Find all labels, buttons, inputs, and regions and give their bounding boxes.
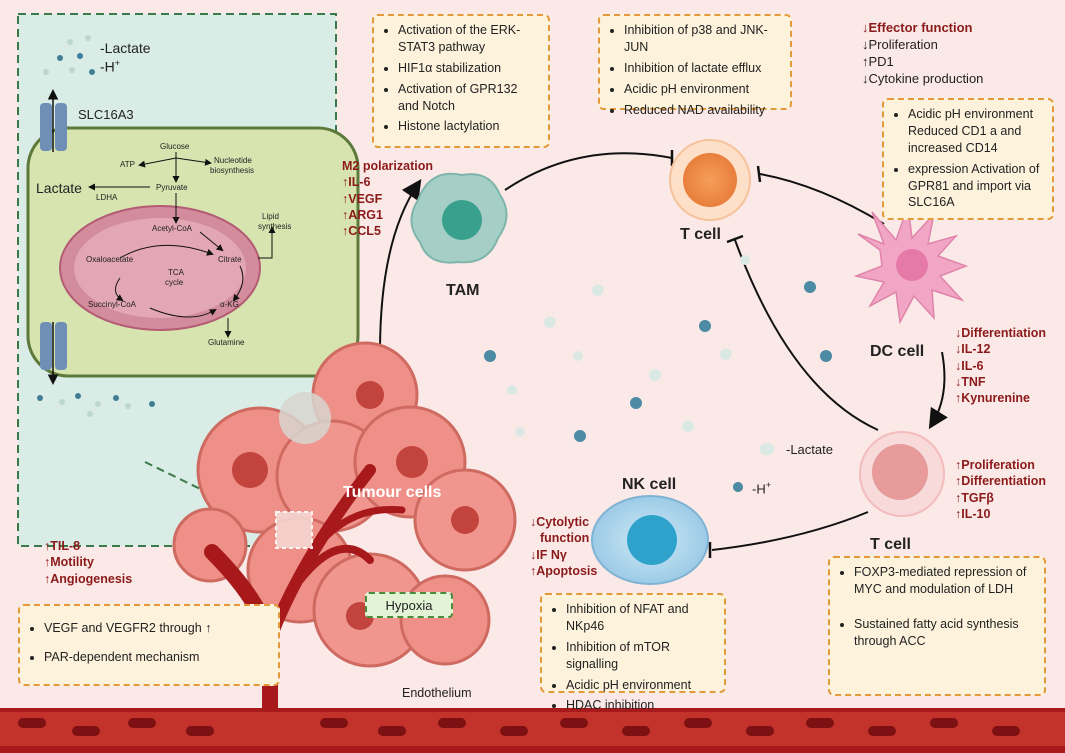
effect-item: ↓Cytokine production	[862, 70, 984, 86]
blood-vessel	[0, 708, 1065, 753]
hypoxia-label: Hypoxia	[365, 592, 453, 618]
inset-h-label: -H+	[100, 58, 121, 75]
lipid-label: Lipid	[262, 212, 279, 221]
list-item: Acidic pH environment Reduced CD1 a and …	[908, 106, 1042, 157]
nk-effects: ↓Cytolytic function ↓IF Nγ ↑Apoptosis	[530, 514, 597, 579]
treg-effects: ↑Proliferation ↑Differentiation ↑TGFβ ↑I…	[955, 457, 1046, 522]
effect-item: ↓Cytolytic	[530, 515, 590, 529]
effect-item: ↓IL-12	[955, 342, 991, 357]
effect-item: ↑PD1	[862, 53, 894, 69]
effect-item: ↑VEGF	[342, 191, 383, 206]
list-item: FOXP3-mediated repression of MYC and mod…	[854, 564, 1034, 598]
list-item: VEGF and VEGFR2 through ↑	[44, 620, 268, 637]
legend-lactate: -Lactate	[786, 442, 833, 457]
glucose-label: Glucose	[160, 142, 190, 151]
nk-cell-graphic	[591, 495, 709, 585]
dc-cell-graphic	[853, 205, 969, 325]
citrate-label: Citrate	[218, 255, 242, 264]
tam-mechanism-box: Activation of the ERK-STAT3 pathway HIF1…	[372, 14, 550, 148]
acetyl-coa-label: Acetyl-CoA	[152, 224, 193, 233]
effect-item: ↑ARG1	[342, 207, 383, 222]
t-cell-top-graphic	[669, 139, 751, 221]
effect-item: ↑Differentiation	[955, 474, 1046, 489]
tam-effects: M2 polarization ↑IL-6 ↑VEGF ↑ARG1 ↑CCL5	[342, 158, 433, 239]
list-item: Acidic pH environment	[566, 677, 714, 694]
list-item: Acidic pH environment	[624, 81, 780, 98]
list-item: Inhibition of p38 and JNK-JUN	[624, 22, 780, 56]
effect-item: ↑IL-6	[342, 175, 371, 190]
tcell-mechanism-box: Inhibition of p38 and JNK-JUN Inhibition…	[598, 14, 792, 117]
effect-item: ↑CCL5	[342, 224, 381, 238]
succinyl-coa-label: Succinyl-CoA	[88, 300, 137, 309]
effect-item: ↑Proliferation	[955, 458, 1035, 472]
list-item: expression Activation of GPR81 and impor…	[908, 161, 1042, 212]
list-item: Activation of GPR132 and Notch	[398, 81, 538, 115]
t-cell-bottom-graphic	[859, 431, 945, 517]
list-item: Activation of the ERK-STAT3 pathway	[398, 22, 538, 56]
list-item: Inhibition of mTOR signalling	[566, 639, 714, 673]
tcell-effects: ↓Effector function ↓Proliferation ↑PD1 ↓…	[862, 20, 983, 88]
transporter-label: SLC16A3	[78, 107, 134, 122]
tumour-cluster	[172, 341, 517, 720]
dc-cell-label: DC cell	[870, 343, 925, 360]
tumour-mechanism-box: VEGF and VEGFR2 through ↑ PAR-dependent …	[18, 604, 280, 686]
pyruvate-label: Pyruvate	[156, 183, 188, 192]
tam-label: TAM	[446, 282, 480, 299]
list-item: HDAC inhibition	[566, 697, 714, 714]
list-item: Inhibition of NFAT and NKp46	[566, 601, 714, 635]
oxaloacetate-label: Oxaloacetate	[86, 255, 134, 264]
list-item: PAR-dependent mechanism	[44, 649, 268, 666]
tumour-effects: ↑TIL-8 ↑Motility ↑Angiogenesis	[44, 538, 132, 587]
effect-item: ↓Effector function	[862, 20, 973, 35]
akg-label: α-KG	[220, 300, 239, 309]
effect-item: ↑Apoptosis	[530, 563, 598, 578]
effect-item: ↓Differentiation	[955, 326, 1046, 340]
lactate-particles	[484, 255, 832, 492]
list-item: Histone lactylation	[398, 118, 538, 135]
list-item: HIF1α stabilization	[398, 60, 538, 77]
inset-lactate-label: -Lactate	[100, 40, 151, 56]
list-item: Sustained fatty acid synthesis through A…	[854, 616, 1034, 650]
endothelium-label: Endothelium	[402, 686, 472, 700]
glutamine-label: Glutamine	[208, 338, 245, 347]
tca-label: TCA	[168, 268, 184, 277]
lactate-label: Lactate	[36, 180, 82, 196]
list-item: Inhibition of lactate efflux	[624, 60, 780, 77]
dc-mechanism-box: Acidic pH environment Reduced CD1 a and …	[882, 98, 1054, 220]
effect-item: ↑Angiogenesis	[44, 571, 133, 586]
effect-item: M2 polarization	[342, 159, 433, 173]
nucleotide-label: Nucleotide	[214, 156, 252, 165]
legend-h: -H+	[752, 480, 771, 497]
list-item: Reduced NAD availability	[624, 102, 780, 119]
transporter-bottom	[40, 322, 67, 370]
effect-item: ↑Motility	[44, 555, 94, 570]
effect-item: function	[540, 531, 590, 546]
effect-item: ↓Proliferation	[862, 36, 938, 52]
nk-cell-label: NK cell	[622, 476, 677, 493]
effect-item: ↑IL-10	[955, 506, 991, 521]
t-cell-bottom-label: T cell	[870, 536, 911, 553]
tumour-label: Tumour cells	[343, 484, 442, 501]
nk-mechanism-box: Inhibition of NFAT and NKp46 Inhibition …	[540, 593, 726, 712]
dc-effects: ↓Differentiation ↓IL-12 ↓IL-6 ↓TNF ↑Kynu…	[955, 325, 1046, 406]
metabolism-inset	[17, 13, 360, 547]
effect-item: ↓IF Nγ	[530, 547, 567, 562]
biosynthesis-label: biosynthesis	[210, 166, 255, 175]
t-cell-top-label: T cell	[680, 226, 721, 243]
transporter-top	[40, 103, 67, 151]
cycle-label: cycle	[165, 278, 184, 287]
effect-item: ↑Kynurenine	[955, 391, 1031, 405]
effect-item: ↑TIL-8	[44, 539, 81, 553]
ldha-label: LDHA	[96, 193, 118, 202]
effect-item: ↑TGFβ	[955, 490, 994, 505]
treg-mechanism-box: FOXP3-mediated repression of MYC and mod…	[828, 556, 1046, 696]
effect-item: ↓IL-6	[955, 358, 984, 373]
effect-item: ↓TNF	[955, 374, 986, 389]
synthesis-label: synthesis	[258, 222, 292, 231]
tam-cell	[410, 172, 508, 264]
atp-label: ATP	[120, 160, 135, 169]
